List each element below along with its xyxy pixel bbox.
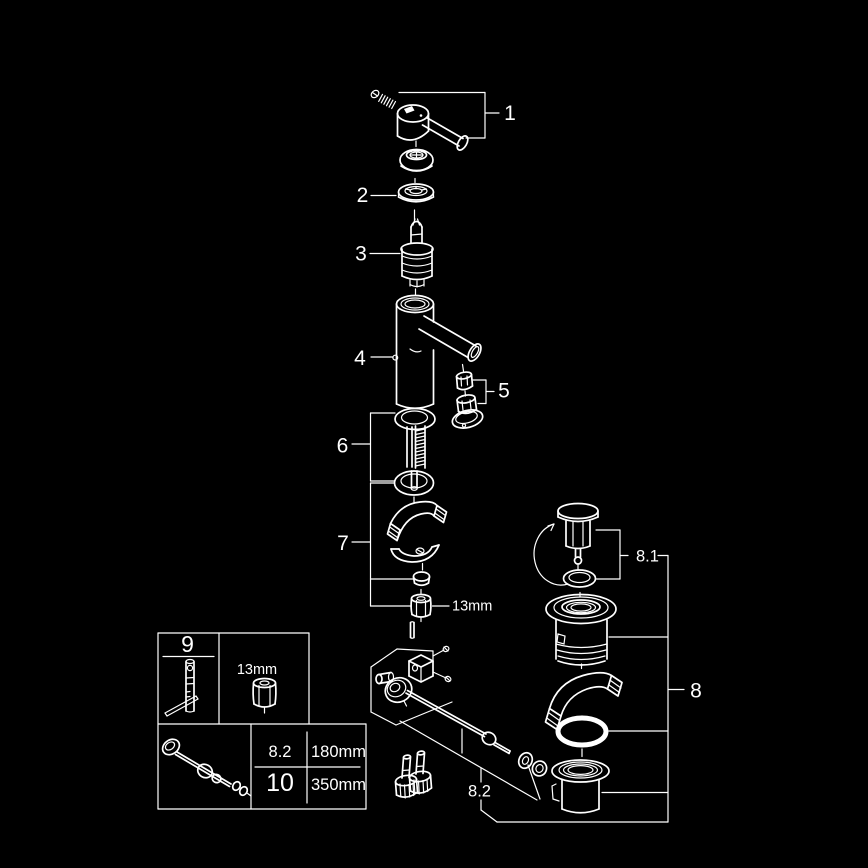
wrench-size-callout: 13mm (431, 599, 492, 615)
callout-bracket-5 (472, 379, 495, 405)
callout-bracket-6 (351, 412, 396, 482)
tool-number-label: 9 (181, 631, 194, 657)
part-label-7: 7 (337, 532, 349, 555)
lifter-rod-linkage (370, 621, 548, 777)
table-wrench-size-label: 13mm (237, 662, 277, 678)
table-row2-length-label: 350mm (311, 776, 366, 794)
part1-handle-assembly: 1 (370, 89, 516, 172)
spec-table: 9 13mm (157, 631, 367, 810)
part8-2-rod-bracket: 8.2 (399, 720, 541, 823)
part-label-8-2: 8.2 (468, 783, 491, 801)
drain-lower-body-drawing (551, 759, 669, 814)
callout-bracket-7 (351, 482, 414, 607)
table-row1-part-label: 8.2 (269, 743, 292, 761)
drain-wedge-drawing (544, 671, 623, 731)
supply-hoses (394, 749, 433, 799)
part2-escutcheon-ring: 2 (357, 177, 435, 221)
rotation-arrow-icon (533, 523, 569, 586)
callout-bracket-8 (496, 554, 685, 823)
part4-faucet-body: 4 (354, 294, 482, 410)
drain-oring-drawing (555, 715, 609, 748)
part7-mounting-clamp: 7 13mm (337, 482, 492, 623)
part5-aerator-parts: 5 (451, 363, 510, 429)
part-label-3: 3 (355, 243, 367, 266)
handle-dome-cap-drawing (399, 140, 434, 172)
mounting-tool-drawing (164, 658, 199, 717)
part-label-1: 1 (504, 102, 516, 125)
part-label-6: 6 (337, 435, 349, 458)
table-row2-part-label: 10 (266, 769, 294, 797)
part8-drain-assembly: 8 (496, 554, 702, 823)
part-label-5: 5 (498, 380, 510, 403)
supply-hose-drawing (394, 754, 419, 799)
rod-10-drawing (161, 738, 252, 797)
handle-screw-drawing (370, 89, 397, 110)
drain-flange-drawing (545, 593, 669, 670)
hex-nut-drawing (252, 677, 277, 714)
spec-table-borders (157, 632, 367, 810)
part-label-4: 4 (354, 347, 366, 370)
part-label-8: 8 (690, 680, 702, 703)
lift-rod-drawing (405, 689, 548, 777)
handle-drawing (396, 104, 469, 151)
part-label-8-1: 8.1 (636, 548, 659, 566)
part-label-2: 2 (357, 184, 369, 207)
callout-bracket-8-1 (595, 529, 669, 580)
table-row1-length-label: 180mm (311, 743, 366, 761)
part3-cartridge: 3 (355, 218, 434, 296)
callout-bracket-1 (398, 91, 500, 139)
wrench-size-label: 13mm (452, 599, 492, 615)
